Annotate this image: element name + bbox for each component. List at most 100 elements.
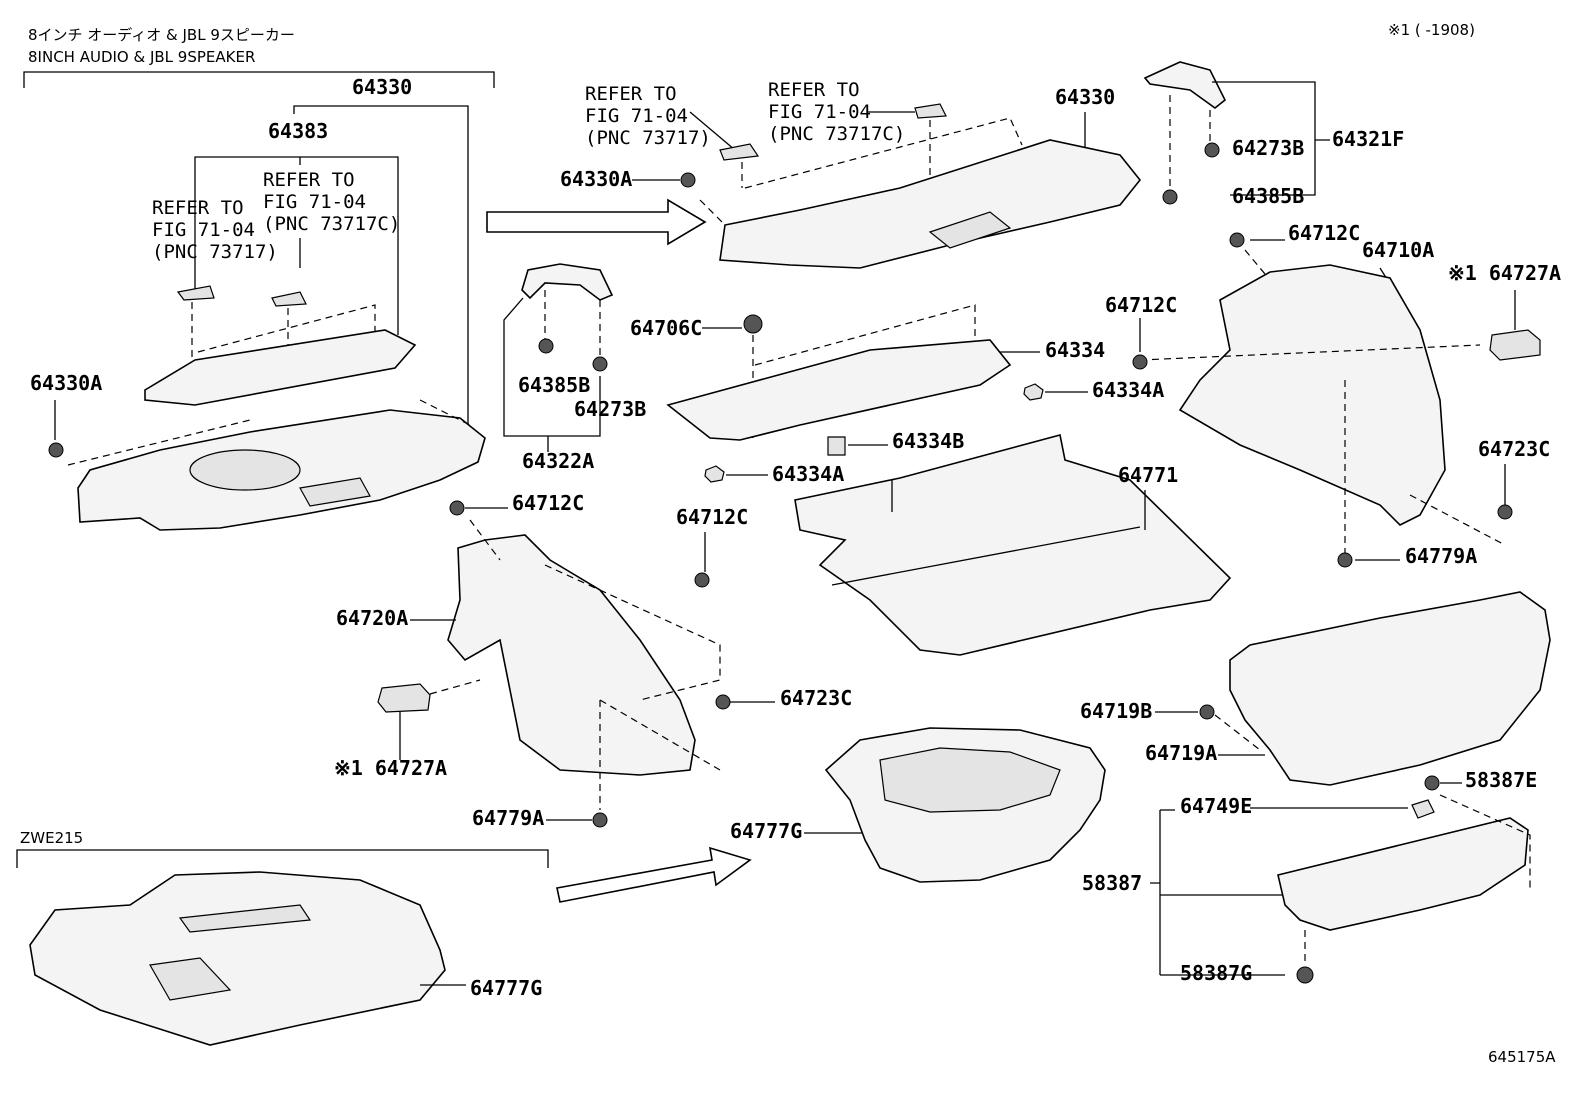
pad-64727A-left	[377, 683, 431, 713]
arrow-bottom	[556, 846, 752, 903]
refer-note-3-line1: REFER TO	[585, 83, 677, 105]
part-label-64334A-left: 64334A	[772, 462, 844, 486]
clip-58387G	[1296, 966, 1314, 984]
refer-note-2-line1: REFER TO	[263, 169, 355, 191]
part-label-58387: 58387	[1082, 871, 1142, 895]
lid-trim-64719A	[1229, 591, 1551, 786]
part-label-64712C-top-right: 64712C	[1288, 221, 1360, 245]
tray-upper-panel	[144, 329, 417, 406]
dash-64712C-top-right	[1244, 249, 1271, 281]
tray-top-vent	[928, 211, 1012, 249]
part-label-64334: 64334	[1045, 338, 1105, 362]
trim-64322A	[521, 263, 614, 301]
figure-id: 645175A	[1488, 1048, 1556, 1066]
dash-64321F	[1169, 95, 1211, 190]
refer-note-4-line2: FIG 71-04	[768, 101, 871, 123]
clip-64749E	[1411, 799, 1435, 819]
clip-64385B-mid	[538, 338, 554, 354]
clip-64712C-top-right	[1229, 232, 1245, 248]
refer-note-1-line3: (PNC 73717)	[152, 241, 278, 263]
part-label-64273B-top: 64273B	[1232, 136, 1304, 160]
dash-64322A	[544, 290, 601, 355]
variant-label: ZWE215	[20, 829, 83, 847]
part-label-64749E: 64749E	[1180, 794, 1252, 818]
clip-64779A-left	[592, 812, 608, 828]
part-label-64330A-left: 64330A	[30, 371, 102, 395]
refer-note-2-line2: FIG 71-04	[263, 191, 366, 213]
side-trim-64720A	[447, 534, 696, 776]
leader-refer-3-4	[689, 111, 915, 151]
part-label-64719B: 64719B	[1080, 699, 1152, 723]
clip-64723C-right	[1497, 504, 1513, 520]
dash-64727A-left	[429, 679, 481, 695]
spare-tray-64777G-bottom	[29, 871, 446, 1046]
part-label-64720A: 64720A	[336, 606, 408, 630]
part-label-64334A-right: 64334A	[1092, 378, 1164, 402]
part-label-64727A-left: ※1 64727A	[334, 756, 447, 780]
trunk-mat-64771	[794, 434, 1232, 656]
part-label-64777G-center: 64777G	[730, 819, 802, 843]
spare-tray-bottom-recess	[149, 957, 232, 1001]
floor-cover-64334	[666, 339, 1012, 441]
part-label-64385B-mid: 64385B	[518, 373, 590, 397]
speaker-cover-top-right	[914, 103, 947, 119]
side-trim-64710A	[1178, 264, 1446, 526]
part-label-64712C-mid: 64712C	[676, 505, 748, 529]
part-label-64330A-top: 64330A	[560, 167, 632, 191]
part-label-64273B-mid: 64273B	[574, 397, 646, 421]
refer-note-4-line3: (PNC 73717C)	[768, 123, 905, 145]
package-tray-top	[719, 139, 1142, 269]
part-label-64706C: 64706C	[630, 316, 702, 340]
part-label-64719A: 64719A	[1145, 741, 1217, 765]
spare-tray-bottom-tool	[178, 904, 312, 933]
part-label-64321F: 64321F	[1332, 127, 1404, 151]
clip-64779A-right	[1337, 552, 1353, 568]
part-label-64710A: 64710A	[1362, 238, 1434, 262]
tray-vent	[299, 477, 371, 507]
trim-64321F	[1143, 61, 1227, 110]
speaker-cover-left	[176, 285, 215, 301]
part-label-64712C-mid-right: 64712C	[1105, 293, 1177, 317]
header-en-title: 8INCH AUDIO & JBL 9SPEAKER	[28, 48, 255, 66]
variant-bracket	[16, 849, 549, 868]
clip-64385B-top	[1162, 189, 1178, 205]
part-label-64712C-left: 64712C	[512, 491, 584, 515]
part-label-64723C-right: 64723C	[1478, 437, 1550, 461]
arrow-top	[486, 198, 707, 246]
scuff-plate-58387	[1277, 817, 1529, 931]
header-note: ※1 ( -1908)	[1388, 21, 1475, 39]
part-label-64779A-left: 64779A	[472, 806, 544, 830]
clip-64723C-mid	[715, 694, 731, 710]
part-label-64385B-top: 64385B	[1232, 184, 1304, 208]
dash-tray-top	[699, 199, 726, 226]
clip-64712C-left	[449, 500, 465, 516]
leader-58387-group	[1150, 807, 1408, 976]
clip-64330A-top	[680, 172, 696, 188]
tray-speaker-opening	[189, 449, 301, 491]
clip-64719B	[1199, 704, 1215, 720]
clip-64706C	[743, 314, 763, 334]
clip-64273B-mid	[592, 356, 608, 372]
leader-64321F	[1212, 81, 1330, 196]
pad-64334A-left	[704, 465, 725, 483]
dash-64719B	[1214, 714, 1261, 751]
pad-64727A-right	[1489, 329, 1541, 361]
dash-58387	[1304, 794, 1531, 965]
part-label-64334B: 64334B	[892, 429, 964, 453]
part-label-64727A-right: ※1 64727A	[1448, 261, 1561, 285]
part-label-64779A-right: 64779A	[1405, 544, 1477, 568]
header-jp-title: 8インチ オーディオ & JBL 9スピーカー	[28, 26, 295, 44]
part-label-64322A: 64322A	[522, 449, 594, 473]
clip-64712C-mid	[694, 572, 710, 588]
refer-note-4-line1: REFER TO	[768, 79, 860, 101]
clip-64330A-left	[48, 442, 64, 458]
part-label-64330-top: 64330	[1055, 85, 1115, 109]
refer-note-1-line1: REFER TO	[152, 197, 244, 219]
mat-crease	[831, 480, 1141, 586]
dash-top-covers	[741, 117, 1023, 189]
part-label-64383: 64383	[268, 119, 328, 143]
part-label-58387E: 58387E	[1465, 768, 1537, 792]
refer-note-2-line3: (PNC 73717C)	[263, 213, 400, 235]
